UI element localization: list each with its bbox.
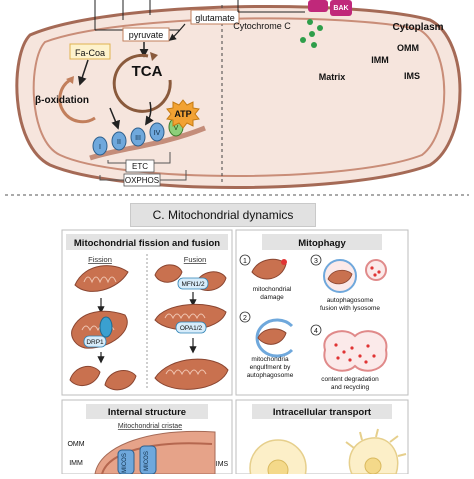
pyruvate-label: pyruvate bbox=[129, 30, 164, 40]
complex-ii-label: II bbox=[117, 139, 121, 146]
step-1-badge bbox=[239, 254, 251, 266]
complex-iv bbox=[149, 122, 165, 142]
atp-burst: ATP bbox=[166, 99, 200, 129]
matrix-label: Matrix bbox=[319, 72, 346, 82]
etc-box bbox=[125, 159, 155, 173]
bak-protein bbox=[330, 0, 352, 16]
complex-i bbox=[92, 136, 108, 156]
oxphos-box bbox=[123, 173, 161, 187]
panel-internal-structure: Internal structure Mitochondrial cristae… bbox=[61, 399, 233, 475]
glutamate-box bbox=[190, 9, 240, 25]
complex-v-label: V bbox=[174, 125, 179, 132]
complex-iv-label: IV bbox=[154, 130, 161, 137]
imm-label: IMM bbox=[371, 55, 389, 65]
step-2-badge bbox=[239, 311, 251, 323]
beta-oxidation-label: β-oxidation bbox=[35, 95, 89, 106]
mitophagy-title: Mitophagy bbox=[298, 238, 346, 249]
ims-label: IMS bbox=[404, 71, 420, 81]
panel-transport: Intracellular transport bbox=[235, 399, 409, 479]
opa-label: OPA1/2 bbox=[180, 325, 203, 332]
apoptosis-panel: BAK Cytochrome C Cytoplasm OMM IMM IMS M… bbox=[233, 0, 444, 82]
internal-imm-label: IMM bbox=[69, 460, 83, 467]
complex-i-label: I bbox=[99, 144, 101, 151]
bak-label: BAK bbox=[333, 5, 348, 12]
panel-mitophagy: Mitophagy 1 3 2 4 bbox=[235, 229, 409, 396]
fission-mito-1 bbox=[74, 265, 129, 292]
complex-iii-label: III bbox=[135, 135, 141, 142]
step-3-num: 3 bbox=[314, 258, 318, 265]
micos-complexes: MICOS MICOS bbox=[117, 445, 157, 475]
fusion-label: Fusion bbox=[184, 255, 207, 264]
cristae-label: Mitochondrial cristae bbox=[118, 423, 182, 430]
atp-label: ATP bbox=[174, 109, 191, 119]
complex-iii bbox=[130, 127, 146, 147]
phagophore bbox=[255, 318, 294, 358]
step-4-badge bbox=[310, 324, 322, 336]
micos-label-2: MICOS bbox=[144, 451, 150, 471]
etc-label: ETC bbox=[132, 162, 148, 171]
oxphos-label: OXPHOS bbox=[125, 176, 159, 185]
cytochrome-c-dots bbox=[300, 19, 323, 48]
lysosome bbox=[365, 259, 387, 281]
top-mitochondrion bbox=[15, 4, 462, 189]
glutamate-label: glutamate bbox=[195, 13, 235, 23]
damage-spot bbox=[281, 259, 287, 265]
cytoplasm-label: Cytoplasm bbox=[392, 22, 443, 33]
beta-oxidation-cycle: β-oxidation bbox=[35, 76, 96, 124]
cytochrome-c-label: Cytochrome C bbox=[233, 21, 291, 31]
internal-ims-label: IMS bbox=[216, 461, 229, 468]
fa-coa-box bbox=[69, 43, 111, 60]
fusion-mito-3 bbox=[154, 358, 229, 390]
fission-fusion-title: Mitochondrial fission and fusion bbox=[74, 238, 220, 249]
autolysosome bbox=[323, 330, 388, 372]
drp1-label: DRP1 bbox=[86, 339, 104, 346]
drp1-tag bbox=[83, 335, 107, 348]
step-3-badge bbox=[310, 254, 322, 266]
neuron-cell bbox=[348, 437, 399, 475]
section-title: C. Mitochondrial dynamics bbox=[130, 203, 316, 227]
micos-label-1: MICOS bbox=[122, 453, 128, 473]
mfn-tag bbox=[177, 277, 209, 290]
step-4-num: 4 bbox=[314, 328, 318, 335]
internal-structure-title: Internal structure bbox=[108, 407, 186, 418]
panel-fission-fusion: Mitochondrial fission and fusion Fission… bbox=[61, 229, 233, 396]
transport-title: Intracellular transport bbox=[273, 407, 372, 418]
step-2-num: 2 bbox=[243, 315, 247, 322]
tca-label: TCA bbox=[132, 63, 163, 80]
bax-protein bbox=[308, 0, 328, 12]
degradation-dots bbox=[334, 343, 376, 364]
tca-cycle: TCA bbox=[112, 52, 172, 113]
fission-mito-3 bbox=[69, 365, 137, 391]
mfn-label: MFN1/2 bbox=[181, 281, 205, 288]
fission-label: Fission bbox=[88, 255, 112, 264]
complex-ii bbox=[111, 131, 127, 151]
fa-coa-label: Fa-Coa bbox=[75, 48, 105, 58]
metabolism-panel: glutamate Fa-Coa pyruvate TCA β-oxidatio… bbox=[35, 0, 240, 187]
internal-omm-label: OMM bbox=[67, 441, 84, 448]
opa-tag bbox=[175, 321, 207, 334]
step-1-num: 1 bbox=[243, 258, 247, 265]
omm-label: OMM bbox=[397, 43, 419, 53]
